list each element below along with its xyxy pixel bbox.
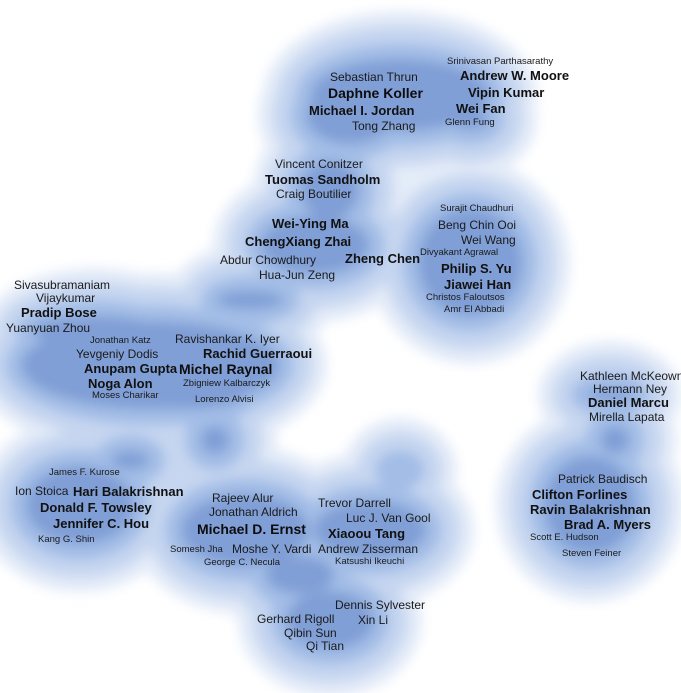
- author-label[interactable]: Craig Boutilier: [276, 187, 352, 201]
- author-label[interactable]: Yuanyuan Zhou: [6, 321, 91, 335]
- author-label[interactable]: Lorenzo Alvisi: [195, 394, 254, 405]
- density-blob: [601, 426, 629, 454]
- author-label[interactable]: Wei-Ying Ma: [272, 216, 349, 231]
- author-label[interactable]: Christos Faloutsos: [426, 292, 505, 303]
- density-blob: [418, 208, 522, 316]
- author-label[interactable]: Steven Feiner: [562, 548, 622, 559]
- author-label[interactable]: Abdur Chowdhury: [220, 253, 317, 267]
- author-label[interactable]: Glenn Fung: [445, 117, 495, 128]
- density-blob: [261, 216, 369, 274]
- density-blob: [111, 451, 149, 469]
- author-label[interactable]: Hermann Ney: [593, 382, 668, 396]
- author-label[interactable]: Vipin Kumar: [468, 85, 545, 100]
- author-label[interactable]: Somesh Jha: [170, 544, 223, 555]
- author-label[interactable]: Zbigniew Kalbarczyk: [183, 378, 271, 389]
- author-label[interactable]: Andrew Zisserman: [318, 542, 419, 556]
- author-label[interactable]: Jonathan Katz: [90, 335, 151, 346]
- author-label[interactable]: Philip S. Yu: [441, 261, 512, 276]
- author-label[interactable]: Surajit Chaudhuri: [440, 203, 514, 214]
- author-label[interactable]: Daniel Marcu: [588, 395, 669, 410]
- density-blob: [301, 161, 359, 219]
- density-blob: [586, 389, 634, 401]
- density-level-4: [21, 59, 636, 649]
- author-label[interactable]: ChengXiang Zhai: [245, 234, 352, 249]
- author-label[interactable]: Katsushi Ikeuchi: [335, 556, 405, 567]
- author-label[interactable]: Anupam Gupta: [84, 361, 178, 376]
- author-label[interactable]: Qi Tian: [306, 639, 345, 653]
- author-label[interactable]: Ravin Balakrishnan: [530, 502, 651, 517]
- density-blob: [286, 591, 374, 649]
- density-blob: [216, 291, 284, 309]
- author-label[interactable]: Beng Chin Ooi: [438, 218, 517, 232]
- author-label[interactable]: Sivasubramaniam: [14, 278, 111, 292]
- density-blob: [306, 86, 394, 144]
- author-label[interactable]: Michel Raynal: [179, 361, 273, 377]
- author-label[interactable]: Tuomas Sandholm: [265, 172, 381, 187]
- author-label[interactable]: Noga Alon: [88, 376, 153, 391]
- author-label[interactable]: Wei Wang: [461, 233, 516, 247]
- author-label[interactable]: Xiaoou Tang: [328, 526, 406, 541]
- author-label[interactable]: Daphne Koller: [328, 85, 423, 101]
- author-label[interactable]: James F. Kurose: [49, 467, 120, 478]
- author-label[interactable]: Hua-Jun Zeng: [259, 268, 336, 282]
- author-label[interactable]: Vincent Conitzer: [275, 157, 363, 171]
- density-blob: [31, 316, 159, 344]
- author-label[interactable]: Jonathan Aldrich: [209, 505, 298, 519]
- author-label[interactable]: Clifton Forlines: [532, 487, 628, 502]
- density-blob: [314, 501, 426, 559]
- author-label[interactable]: Zheng Chen: [345, 251, 421, 266]
- author-label[interactable]: Moses Charikar: [92, 390, 159, 401]
- author-label[interactable]: Mirella Lapata: [589, 410, 665, 424]
- author-label[interactable]: Qibin Sun: [284, 626, 337, 640]
- author-label[interactable]: Luc J. Van Gool: [346, 511, 431, 525]
- author-label[interactable]: Srinivasan Parthasarathy: [447, 56, 554, 67]
- author-label[interactable]: Michael D. Ernst: [197, 521, 306, 537]
- author-label[interactable]: Ion Stoica: [15, 484, 69, 498]
- density-blob: [201, 426, 229, 454]
- author-label[interactable]: Jennifer C. Hou: [53, 516, 150, 531]
- author-label[interactable]: Amr El Abbadi: [444, 304, 505, 315]
- author-label[interactable]: Rachid Guerraoui: [203, 346, 313, 361]
- author-label[interactable]: Vijaykumar: [36, 291, 96, 305]
- author-label[interactable]: Sebastian Thrun: [330, 70, 418, 84]
- author-label[interactable]: Dennis Sylvester: [335, 598, 426, 612]
- author-label[interactable]: Jiawei Han: [444, 277, 512, 292]
- density-blob: [181, 494, 309, 566]
- density-blob: [26, 466, 134, 544]
- author-label[interactable]: Xin Li: [358, 613, 389, 627]
- author-label[interactable]: Andrew W. Moore: [460, 68, 570, 83]
- author-label[interactable]: Divyakant Agrawal: [420, 247, 499, 258]
- density-blob: [375, 450, 425, 490]
- author-label[interactable]: Kathleen McKeown: [580, 369, 681, 383]
- author-label[interactable]: Hari Balakrishnan: [73, 484, 184, 499]
- author-label[interactable]: Tong Zhang: [352, 119, 416, 133]
- author-label[interactable]: Brad A. Myers: [564, 517, 651, 532]
- author-label[interactable]: Michael I. Jordan: [309, 103, 415, 118]
- author-label[interactable]: Trevor Darrell: [318, 496, 391, 510]
- author-label[interactable]: Yevgeniy Dodis: [76, 347, 159, 361]
- author-label[interactable]: Rajeev Alur: [212, 491, 274, 505]
- author-label[interactable]: Moshe Y. Vardi: [232, 542, 312, 556]
- author-label[interactable]: Donald F. Towsley: [40, 500, 152, 515]
- author-label[interactable]: Scott E. Hudson: [530, 532, 599, 543]
- density-blob: [544, 456, 636, 554]
- density-blob: [266, 556, 334, 594]
- density-blob: [136, 381, 244, 409]
- density-blob: [451, 111, 489, 129]
- author-label[interactable]: Ravishankar K. Iyer: [175, 332, 280, 346]
- author-label[interactable]: Wei Fan: [456, 101, 506, 116]
- author-label[interactable]: Gerhard Rigoll: [257, 612, 335, 626]
- author-label[interactable]: Patrick Baudisch: [558, 472, 648, 486]
- author-label[interactable]: George C. Necula: [204, 557, 281, 568]
- author-label[interactable]: Pradip Bose: [21, 305, 97, 320]
- author-label[interactable]: Kang G. Shin: [38, 534, 95, 545]
